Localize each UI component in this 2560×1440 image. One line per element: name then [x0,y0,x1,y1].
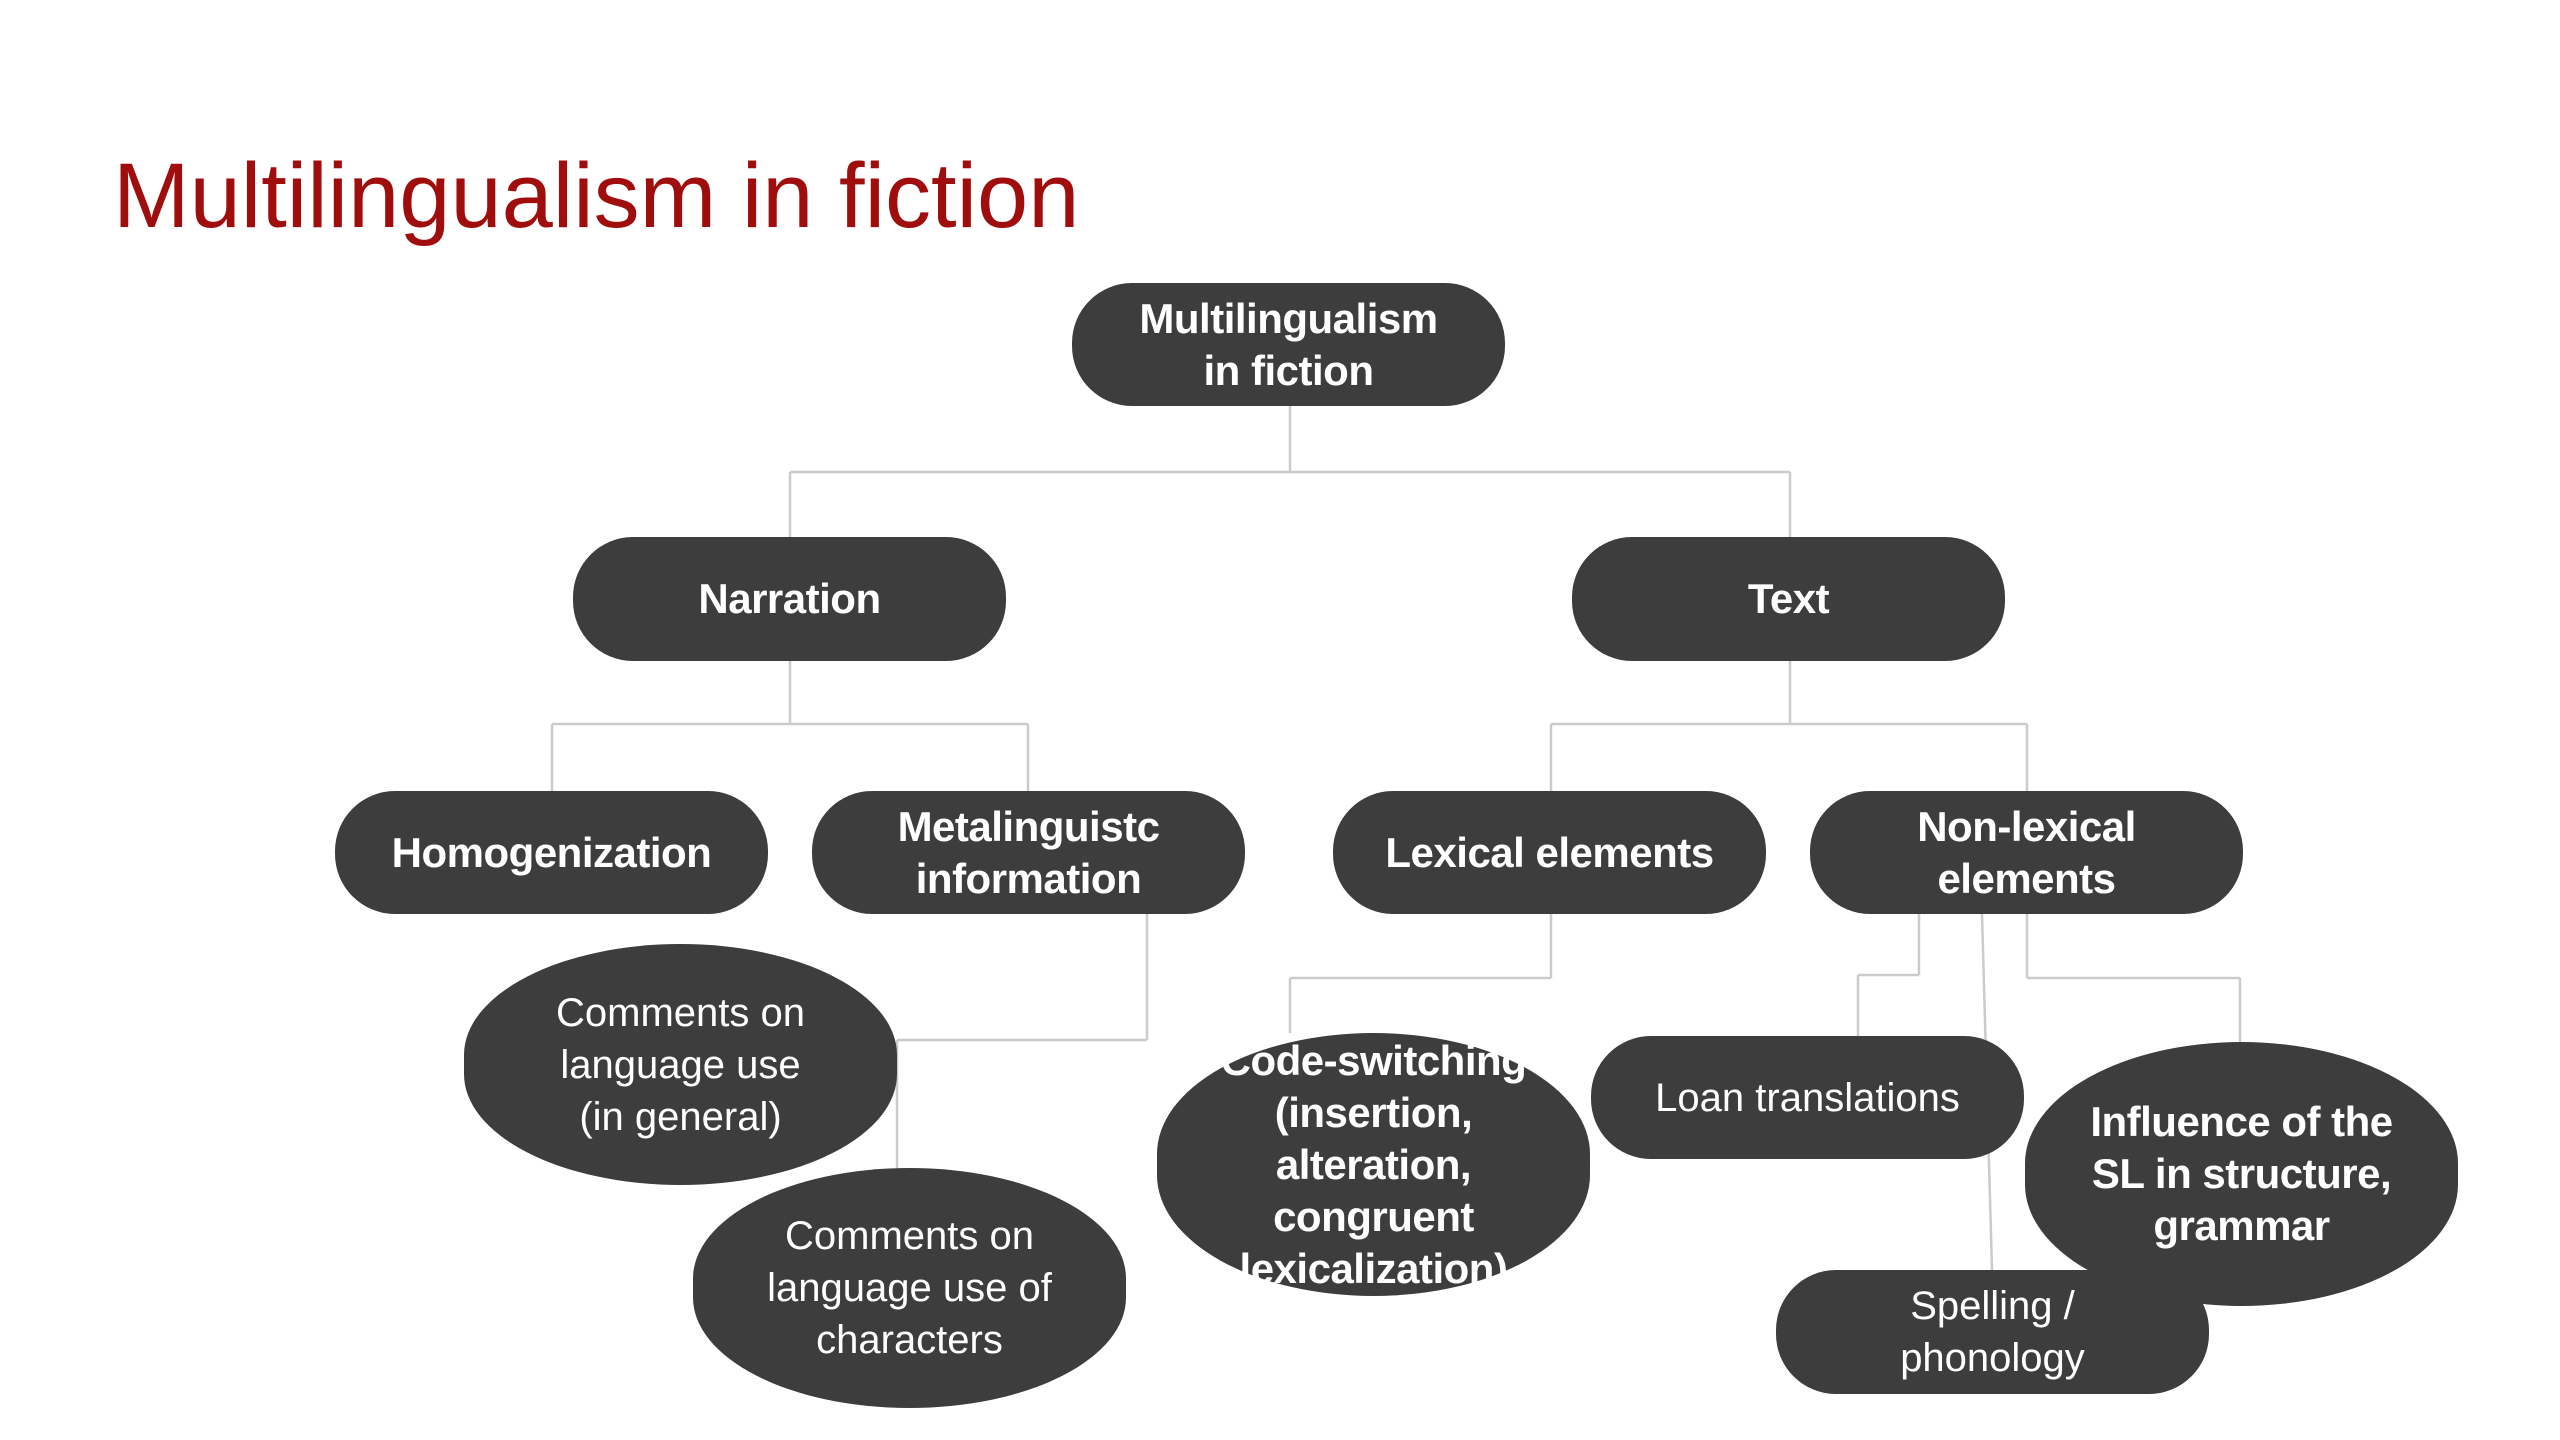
node-comments-characters: Comments on language use of characters [693,1168,1126,1408]
node-comments-characters-label: Comments on language use of characters [767,1214,1052,1362]
node-root-label: Multilingualism in fiction [1139,294,1438,394]
node-metalinguistic-label: Metalinguistc information [897,802,1160,902]
node-lexical-elements: Lexical elements [1333,791,1766,914]
node-code-switching-label: Code-switching (insertion, alteration, c… [1220,1036,1527,1292]
node-text-label: Text [1747,575,1830,622]
node-non-lexical-elements-label: Non-lexical elements [1917,802,2136,902]
node-homogenization-label: Homogenization [391,828,712,876]
node-text: Text [1572,537,2005,661]
node-root: Multilingualism in fiction [1072,283,1505,406]
node-spelling-phonology: Spelling / phonology [1776,1270,2209,1394]
node-influence-sl: Influence of the SL in structure, gramma… [2025,1042,2458,1306]
node-loan-translations-label: Loan translations [1655,1075,1960,1120]
node-influence-sl-label: Influence of the SL in structure, gramma… [2090,1098,2393,1249]
node-loan-translations: Loan translations [1591,1036,2024,1159]
node-comments-general: Comments on language use (in general) [464,944,897,1185]
node-comments-general-label: Comments on language use (in general) [556,990,805,1139]
node-spelling-phonology-label: Spelling / phonology [1900,1284,2085,1380]
node-narration: Narration [573,537,1006,661]
node-metalinguistic: Metalinguistc information [812,791,1245,914]
slide-title: Multilingualism in fiction [113,145,1080,247]
node-non-lexical-elements: Non-lexical elements [1810,791,2243,914]
node-narration-label: Narration [698,575,881,622]
node-code-switching: Code-switching (insertion, alteration, c… [1157,1033,1590,1296]
node-lexical-elements-label: Lexical elements [1385,828,1714,876]
node-homogenization: Homogenization [335,791,768,914]
